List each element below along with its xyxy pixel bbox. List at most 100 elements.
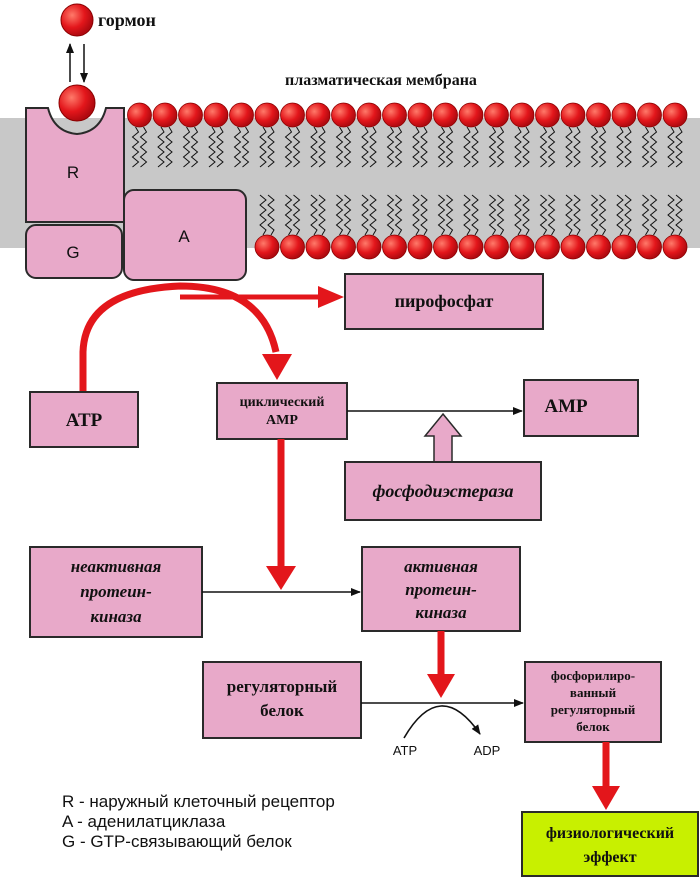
lipid-tail	[335, 194, 344, 236]
lipid-tail	[165, 126, 173, 168]
lipid-tail	[437, 126, 446, 168]
lipid-tail	[335, 126, 344, 168]
physiological-effect-box	[521, 811, 699, 877]
lipid-tail	[267, 194, 275, 236]
hormone-group: гормон	[60, 3, 156, 83]
phospholipid-head	[152, 102, 178, 128]
lipid-tail	[284, 126, 293, 168]
atp-small-label: ATP	[393, 743, 417, 758]
lipid-tail	[386, 194, 395, 236]
lipid-tail	[420, 126, 428, 168]
lipid-tail	[343, 126, 352, 168]
legend-item-r: R - наружный клеточный рецептор	[62, 792, 335, 811]
lipid-tail	[649, 194, 658, 236]
phospho-line3: регуляторный	[551, 702, 636, 717]
adenylate-cyclase	[123, 189, 247, 281]
curve-arrow	[79, 282, 280, 392]
phospholipid-head	[433, 234, 458, 260]
legend-item-a: A - аденилатциклаза	[62, 812, 226, 831]
lipid-tail	[318, 126, 326, 168]
lipid-tail	[259, 126, 267, 168]
lipid-tail	[420, 194, 428, 236]
regulatory-protein-line2: белок	[260, 701, 304, 720]
receptor-complex: R G A	[25, 84, 247, 281]
phospholipid-head	[611, 234, 637, 260]
phospholipid-head	[127, 102, 152, 128]
lipid-tail	[463, 194, 471, 236]
lipid-tail	[437, 194, 446, 236]
lipid-tail	[539, 194, 548, 236]
lipid-tail	[514, 126, 522, 168]
phospholipid-heads	[127, 102, 688, 260]
phospholipid-head	[458, 102, 484, 128]
phospholipid-head	[280, 102, 305, 128]
lipid-tail	[522, 126, 530, 168]
inactive-kinase-line1: неактивная	[71, 557, 162, 576]
atp-to-camp-arrows	[79, 282, 344, 392]
effect-line2: эффект	[583, 849, 636, 866]
lipid-tail	[131, 126, 140, 168]
phospholipid-head	[382, 234, 407, 260]
camp-arrowhead-icon	[262, 354, 292, 380]
lipid-tail	[157, 126, 165, 168]
lipid-tail	[522, 194, 530, 236]
phospho-line1: фосфорилиро-	[551, 668, 635, 683]
lipid-tail	[488, 126, 497, 168]
regulatory-protein-line1: регуляторный	[227, 677, 338, 696]
amp-label: AMP	[544, 396, 588, 417]
phospholipid-head	[560, 102, 586, 128]
lipid-tail	[139, 126, 148, 168]
phospholipid-head	[407, 234, 433, 260]
lipid-tail	[573, 126, 581, 168]
lipid-tail	[190, 126, 199, 168]
active-kinase-line1: активная	[404, 557, 478, 576]
camp-label-line1: циклический	[240, 395, 325, 410]
phospholipid-head	[509, 102, 535, 128]
legend-item-g: G - GTP-связывающий белок	[62, 832, 292, 851]
lipid-tail	[463, 126, 471, 168]
lipid-tail	[471, 194, 479, 236]
phosphorylation-arrowhead-icon	[427, 674, 455, 698]
phospholipid-head	[586, 102, 611, 128]
phospholipid-head	[203, 102, 229, 128]
phospholipid-head	[280, 234, 305, 260]
inactive-kinase-line3: киназа	[90, 607, 142, 626]
phospholipid-head	[305, 102, 331, 128]
lipid-tail	[292, 194, 301, 236]
lipid-tail	[369, 194, 377, 236]
adenylate-letter: A	[178, 227, 190, 246]
lipid-tail	[394, 194, 403, 236]
lipid-tail	[445, 126, 454, 168]
inactive-kinase-box	[29, 546, 203, 638]
lipid-tail	[598, 126, 607, 168]
phospholipid-head	[229, 102, 254, 128]
lipid-tail	[369, 126, 377, 168]
phospholipid-head	[611, 102, 637, 128]
active-kinase-box	[361, 546, 521, 632]
phospholipid-head	[535, 102, 560, 128]
lipid-tail	[641, 126, 650, 168]
phospholipid-head	[407, 102, 433, 128]
lipid-tail	[598, 194, 607, 236]
lipid-tail	[267, 126, 275, 168]
lipid-tail	[667, 126, 675, 168]
lipid-tail	[547, 194, 556, 236]
phosphodiesterase-label: фосфодиэстераза	[372, 481, 513, 501]
atp-label: ATP	[66, 410, 103, 431]
lipid-tail	[259, 194, 267, 236]
receptor-r	[25, 107, 125, 223]
phospholipid-head	[586, 234, 611, 260]
lipid-tail	[675, 194, 683, 236]
phospho-line2: ванный	[570, 685, 617, 700]
phospho-line4: белок	[576, 719, 610, 734]
lipid-tail	[412, 194, 420, 236]
lipid-tail	[310, 194, 318, 236]
phospholipid-head	[662, 234, 688, 260]
pyrophosphate-box	[344, 273, 544, 330]
effect-line1: физиологический	[546, 825, 674, 842]
camp-label-line2: AMP	[266, 413, 298, 428]
phospholipid-head	[356, 234, 382, 260]
phospholipid-head	[509, 234, 535, 260]
lipid-tail	[488, 194, 497, 236]
